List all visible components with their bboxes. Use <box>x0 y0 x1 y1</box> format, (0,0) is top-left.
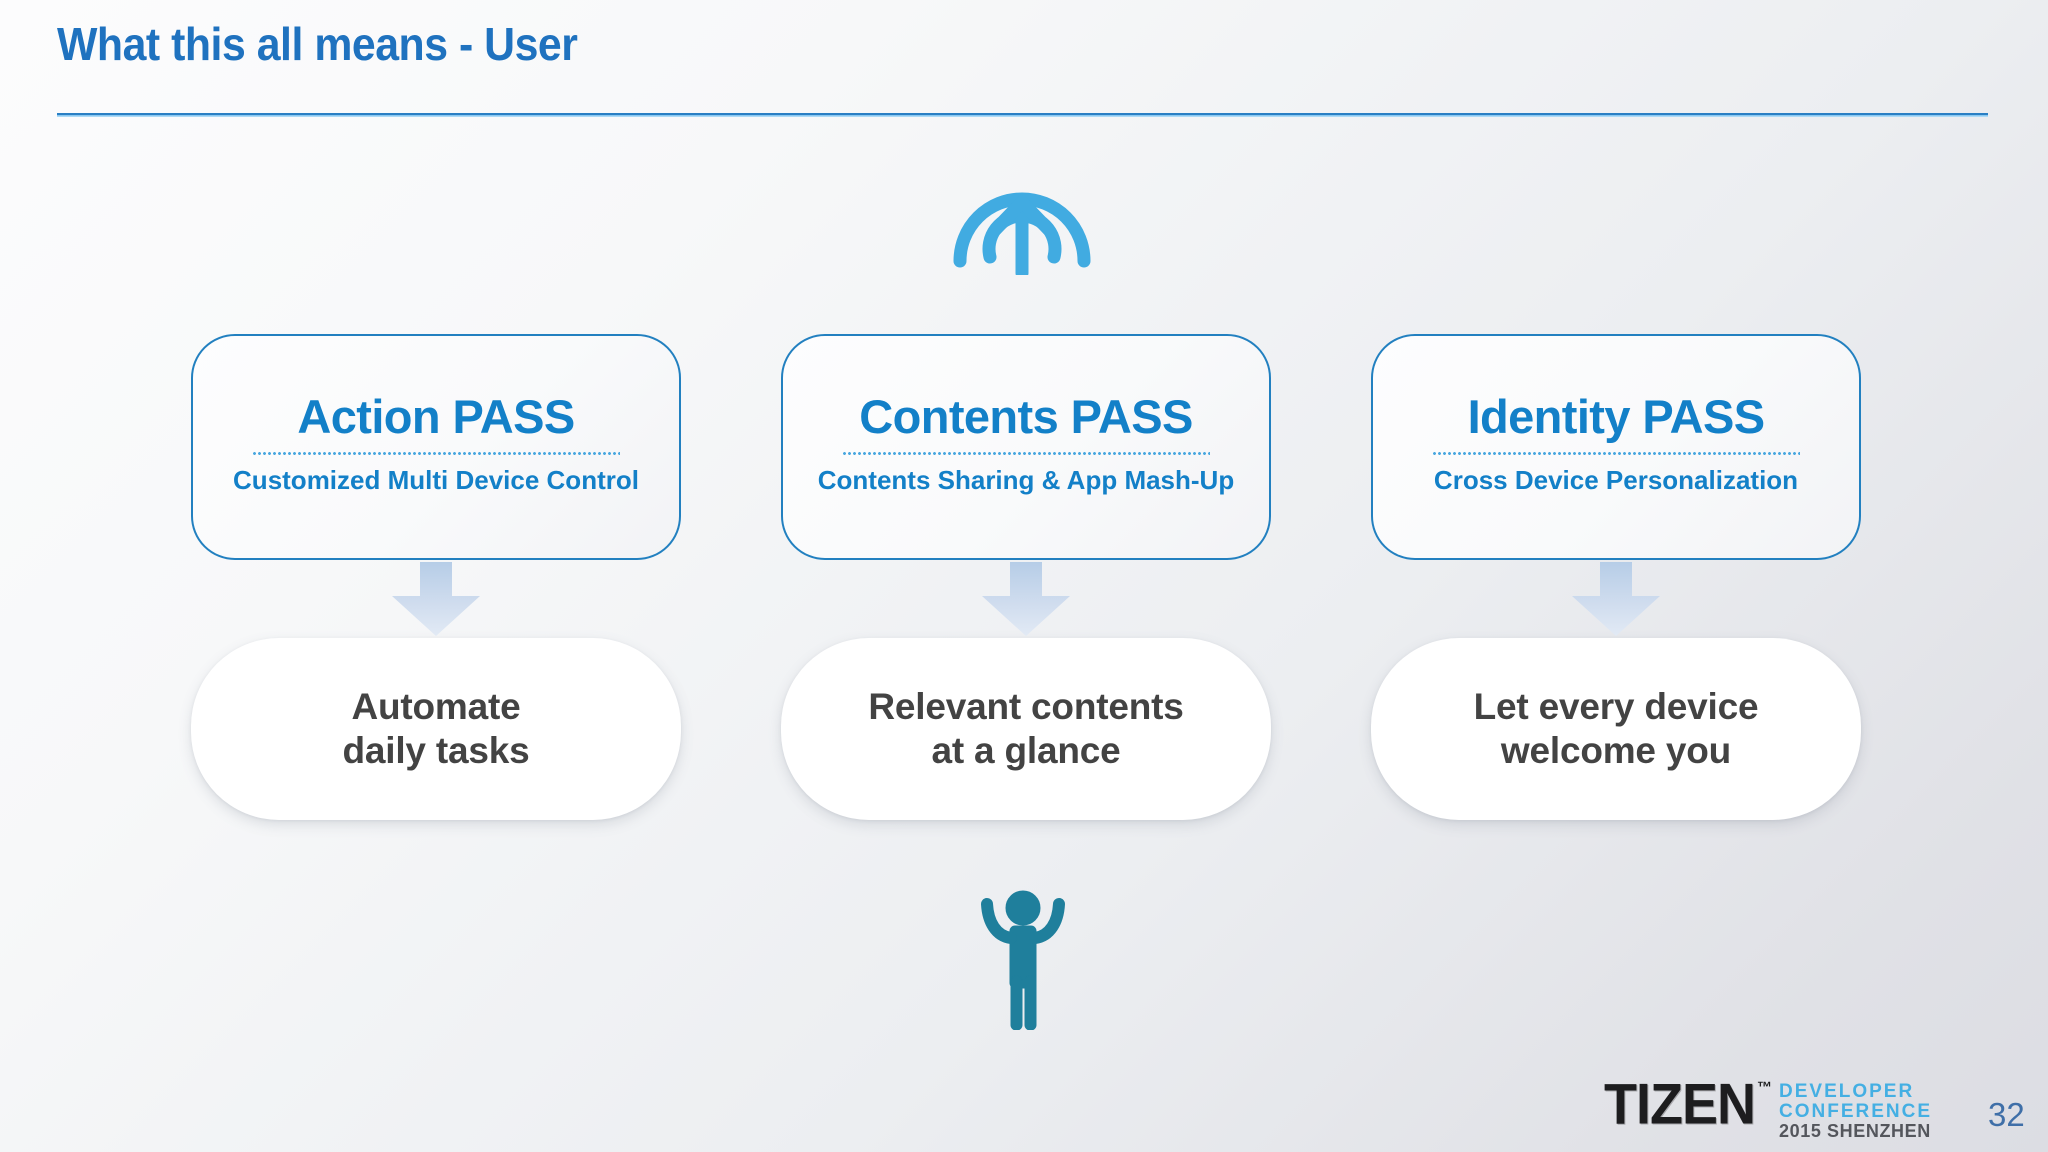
down-arrow-icon <box>392 562 480 636</box>
dotted-divider <box>252 451 620 455</box>
pass-card[interactable]: Action PASS Customized Multi Device Cont… <box>191 334 681 560</box>
logo-line-developer: DEVELOPER <box>1779 1081 1915 1102</box>
pass-card[interactable]: Contents PASS Contents Sharing & App Mas… <box>781 334 1271 560</box>
arrow-wrap <box>191 560 681 638</box>
pass-card-title: Contents PASS <box>859 389 1193 443</box>
pass-card-title: Identity PASS <box>1467 389 1765 443</box>
trademark-symbol: ™ <box>1757 1079 1772 1096</box>
arrow-wrap <box>781 560 1271 638</box>
broadcast-upload-icon <box>948 145 1096 280</box>
conference-lockup: DEVELOPER CONFERENCE 2015 SHENZHEN <box>1779 1082 1932 1140</box>
outcome-card[interactable]: Relevant contents at a glance <box>781 638 1271 820</box>
outcome-card[interactable]: Let every device welcome you <box>1371 638 1861 820</box>
title-underline-rule <box>57 113 1988 117</box>
pass-card-title: Action PASS <box>297 389 575 443</box>
down-arrow-icon <box>1572 562 1660 636</box>
tizen-conference-logo: TIZEN ™ DEVELOPER CONFERENCE 2015 SHENZH… <box>1604 1072 1932 1140</box>
arrow-wrap <box>1371 560 1861 638</box>
outcome-card-text: Let every device welcome you <box>1473 686 1759 771</box>
outcome-card-text: Relevant contents at a glance <box>868 686 1184 771</box>
logo-line-conference: CONFERENCE <box>1779 1100 1933 1122</box>
pass-card-subtitle: Customized Multi Device Control <box>233 464 639 495</box>
pass-card-subtitle: Contents Sharing & App Mash-Up <box>817 464 1235 495</box>
column-action-pass: Action PASS Customized Multi Device Cont… <box>191 334 681 820</box>
person-arms-raised-icon <box>978 880 1068 1031</box>
column-contents-pass: Contents PASS Contents Sharing & App Mas… <box>781 334 1271 820</box>
dotted-divider <box>842 451 1210 455</box>
logo-line-year-city: 2015 SHENZHEN <box>1779 1120 1931 1141</box>
pass-card-subtitle: Cross Device Personalization <box>1433 464 1799 495</box>
dotted-divider <box>1432 451 1800 455</box>
slide-number: 32 <box>1988 1096 2025 1133</box>
title-block: What this all means - User <box>57 18 1992 117</box>
down-arrow-icon <box>982 562 1070 636</box>
outcome-card-text: Automate daily tasks <box>342 686 530 771</box>
pass-card[interactable]: Identity PASS Cross Device Personalizati… <box>1371 334 1861 560</box>
tizen-wordmark: TIZEN <box>1604 1072 1756 1137</box>
column-identity-pass: Identity PASS Cross Device Personalizati… <box>1371 334 1861 820</box>
outcome-card[interactable]: Automate daily tasks <box>191 638 681 820</box>
page-title: What this all means - User <box>57 18 578 70</box>
